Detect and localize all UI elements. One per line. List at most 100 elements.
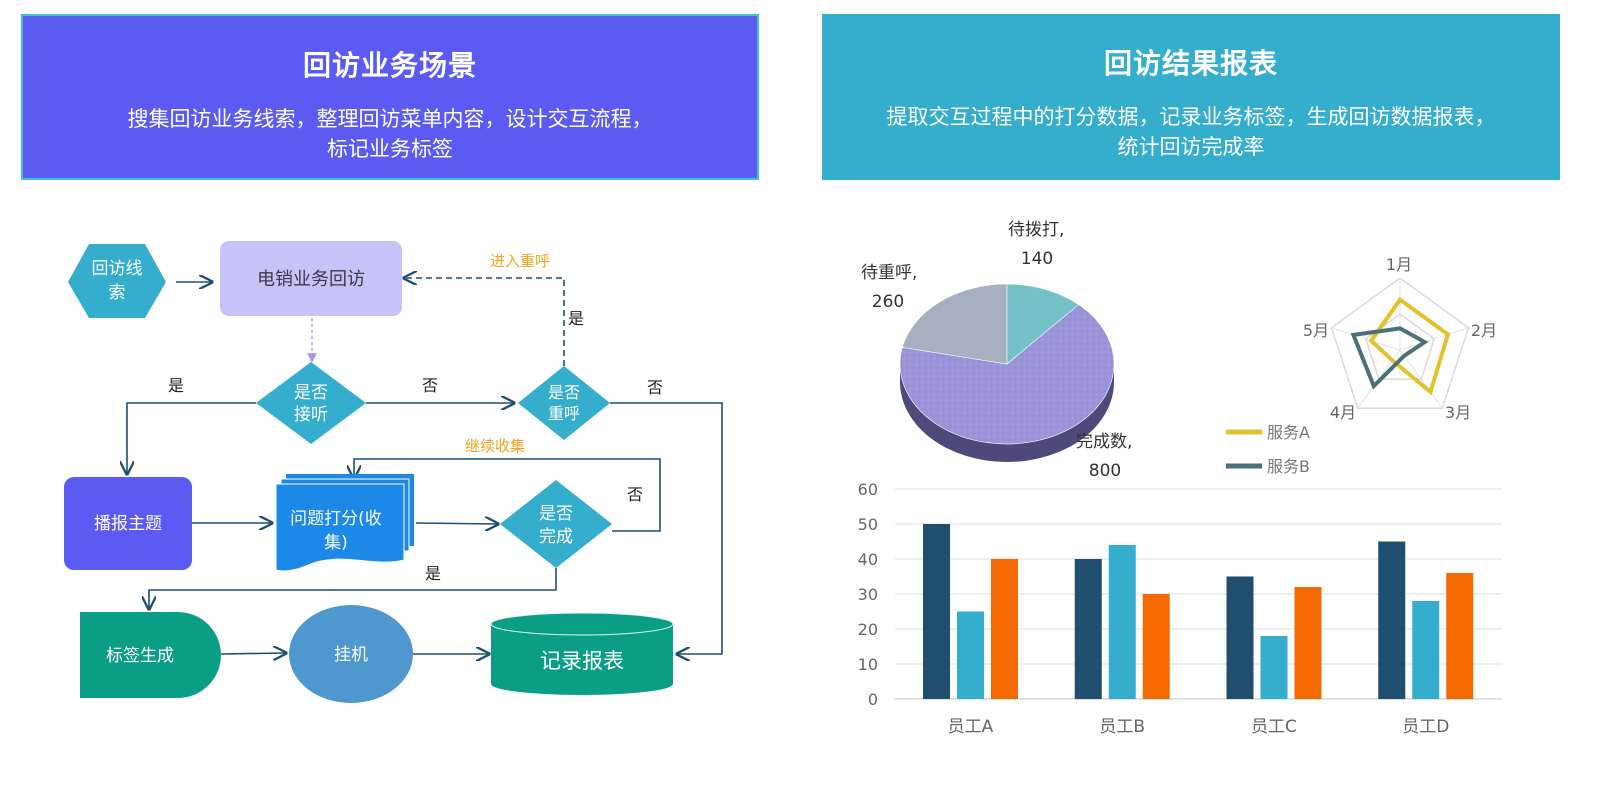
- scenario-desc-line1: 搜集回访业务线索，整理回访菜单内容，设计交互流程，: [127, 107, 653, 131]
- radar-axis-3: 3月: [1445, 403, 1471, 422]
- radar-axis-1: 1月: [1386, 255, 1412, 274]
- bar: [1378, 541, 1406, 699]
- node-lead: 回访线 索: [68, 244, 166, 318]
- label-enter-recall: 进入重呼: [490, 252, 550, 270]
- bar: [1412, 601, 1440, 699]
- report-banner: 回访结果报表 提取交互过程中的打分数据，记录业务标签，生成回访数据报表， 统计回…: [822, 14, 1560, 180]
- label-recall-yes: 是: [568, 309, 584, 328]
- radar-spoke-2: [1399, 327, 1469, 351]
- radar-axis-5: 5月: [1303, 321, 1329, 340]
- bar: [923, 524, 950, 699]
- node-telesales: 电销业务回访: [220, 241, 402, 316]
- node-score: 问题打分(收 集): [275, 474, 414, 572]
- node-answer: 是否 接听: [256, 362, 366, 444]
- node-broadcast-label: 播报主题: [94, 514, 162, 534]
- bar-y-tick-label: 20: [858, 620, 878, 639]
- pie-value-completed: 800: [1089, 461, 1121, 481]
- bar: [1226, 576, 1254, 699]
- label-answer-yes: 是: [168, 376, 184, 395]
- bar-x-tick-label: 员工C: [1251, 717, 1297, 737]
- node-recall-label-2: 重呼: [548, 404, 580, 423]
- node-answer-label-2: 接听: [294, 405, 328, 425]
- report-desc-line1: 提取交互过程中的打分数据，记录业务标签，生成回访数据报表，: [886, 105, 1496, 129]
- radar-axis-2: 2月: [1471, 321, 1497, 340]
- bar-chart: 0 10 20 30 40 50 60 员工A 员工B 员工C 员工D: [858, 480, 1502, 737]
- node-score-label-1: 问题打分(收: [290, 509, 382, 529]
- connector-recall-report: [610, 402, 723, 654]
- bar-x-tick-label: 员工A: [948, 717, 994, 737]
- node-lead-label-1: 回访线: [92, 259, 143, 279]
- bar-y-tick-label: 50: [858, 515, 878, 534]
- node-hangup: 挂机: [289, 605, 413, 703]
- scenario-banner: 回访业务场景 搜集回访业务线索，整理回访菜单内容，设计交互流程， 标记业务标签: [21, 14, 759, 180]
- pie-label-pending-dial: 待拨打,: [1008, 220, 1064, 240]
- label-continue-collect: 继续收集: [465, 437, 525, 455]
- connector-tag-hangup: [220, 653, 286, 654]
- pie-slice-completed: [899, 304, 1115, 445]
- node-lead-label-2: 索: [109, 283, 126, 303]
- pie-slice-pending-recall: [901, 283, 1008, 365]
- connector-recall-loop: [404, 278, 565, 366]
- radar-grid-ring-2: [1364, 313, 1436, 380]
- node-report: 记录报表: [490, 612, 674, 695]
- report-desc-line2: 统计回访完成率: [1117, 135, 1265, 159]
- bar: [957, 611, 984, 699]
- bar-x-tick-label: 员工D: [1402, 717, 1449, 737]
- radar-chart: 1月 2月 3月 4月 5月 服务A 服务B: [1226, 255, 1497, 476]
- scenario-desc-line2: 标记业务标签: [327, 137, 453, 161]
- radar-series-a: [1368, 296, 1451, 396]
- node-score-label-2: 集): [324, 533, 348, 553]
- node-hangup-label: 挂机: [334, 645, 368, 665]
- connector-score-done: [415, 523, 498, 524]
- connector-continue-loop: [354, 458, 661, 532]
- bar: [1294, 587, 1322, 699]
- bar-y-tick-label: 30: [858, 585, 878, 604]
- pie-slice-pending-dial: [1006, 283, 1080, 365]
- bar: [991, 559, 1018, 699]
- node-recall: 是否 重呼: [518, 366, 610, 440]
- pie-label-pending-recall: 待重呼,: [861, 263, 917, 283]
- report-description: 提取交互过程中的打分数据，记录业务标签，生成回访数据报表， 统计回访完成率: [851, 102, 1531, 162]
- bar: [1260, 636, 1288, 699]
- connector-answer-broadcast: [127, 402, 256, 474]
- bar: [1074, 559, 1102, 699]
- connector-done-tag: [149, 568, 557, 609]
- label-answer-no: 否: [422, 376, 438, 395]
- radar-spoke-5: [1331, 327, 1401, 351]
- legend-label-a: 服务A: [1267, 423, 1310, 442]
- scenario-description: 搜集回访业务线索，整理回访菜单内容，设计交互流程， 标记业务标签: [50, 104, 730, 164]
- scenario-title: 回访业务场景: [302, 49, 477, 82]
- bar-y-tick-label: 10: [858, 655, 878, 674]
- legend-label-b: 服务B: [1267, 457, 1310, 476]
- pie-value-pending-dial: 140: [1021, 249, 1053, 269]
- bar: [1108, 545, 1136, 699]
- pie-label-completed: 完成数,: [1076, 432, 1132, 452]
- bar-y-tick-label: 0: [868, 690, 878, 709]
- bar-y-tick-label: 40: [858, 550, 878, 569]
- radar-spoke-3: [1399, 349, 1443, 409]
- node-report-label: 记录报表: [540, 649, 624, 673]
- node-telesales-label: 电销业务回访: [257, 269, 365, 290]
- report-title: 回访结果报表: [1103, 47, 1278, 80]
- node-answer-label-1: 是否: [294, 383, 328, 403]
- bar-y-tick-label: 60: [858, 480, 878, 499]
- radar-axis-4: 4月: [1330, 403, 1356, 422]
- label-done-yes: 是: [425, 564, 441, 583]
- flowchart: 回访线 索 电销业务回访 是否 接听 是否 重呼 播报主题 问题打分(收 集) …: [64, 241, 723, 703]
- node-done: 是否 完成: [500, 480, 612, 568]
- label-recall-no: 否: [647, 378, 663, 397]
- radar-series-b: [1350, 326, 1429, 390]
- pie-value-pending-recall: 260: [872, 292, 904, 312]
- pie-chart: 待重呼, 260 待拨打, 140 完成数, 800: [861, 220, 1132, 481]
- bar-x-tick-label: 员工B: [1099, 717, 1145, 737]
- node-tag-label: 标签生成: [106, 646, 174, 666]
- pie-side: [900, 364, 1114, 462]
- node-recall-label-1: 是否: [548, 383, 580, 402]
- node-tag: 标签生成: [80, 612, 221, 698]
- node-broadcast: 播报主题: [64, 477, 192, 570]
- label-done-no: 否: [627, 485, 643, 504]
- radar-legend: 服务A 服务B: [1226, 423, 1310, 476]
- bar: [1446, 573, 1474, 699]
- radar-grid-ring-1: [1330, 277, 1470, 409]
